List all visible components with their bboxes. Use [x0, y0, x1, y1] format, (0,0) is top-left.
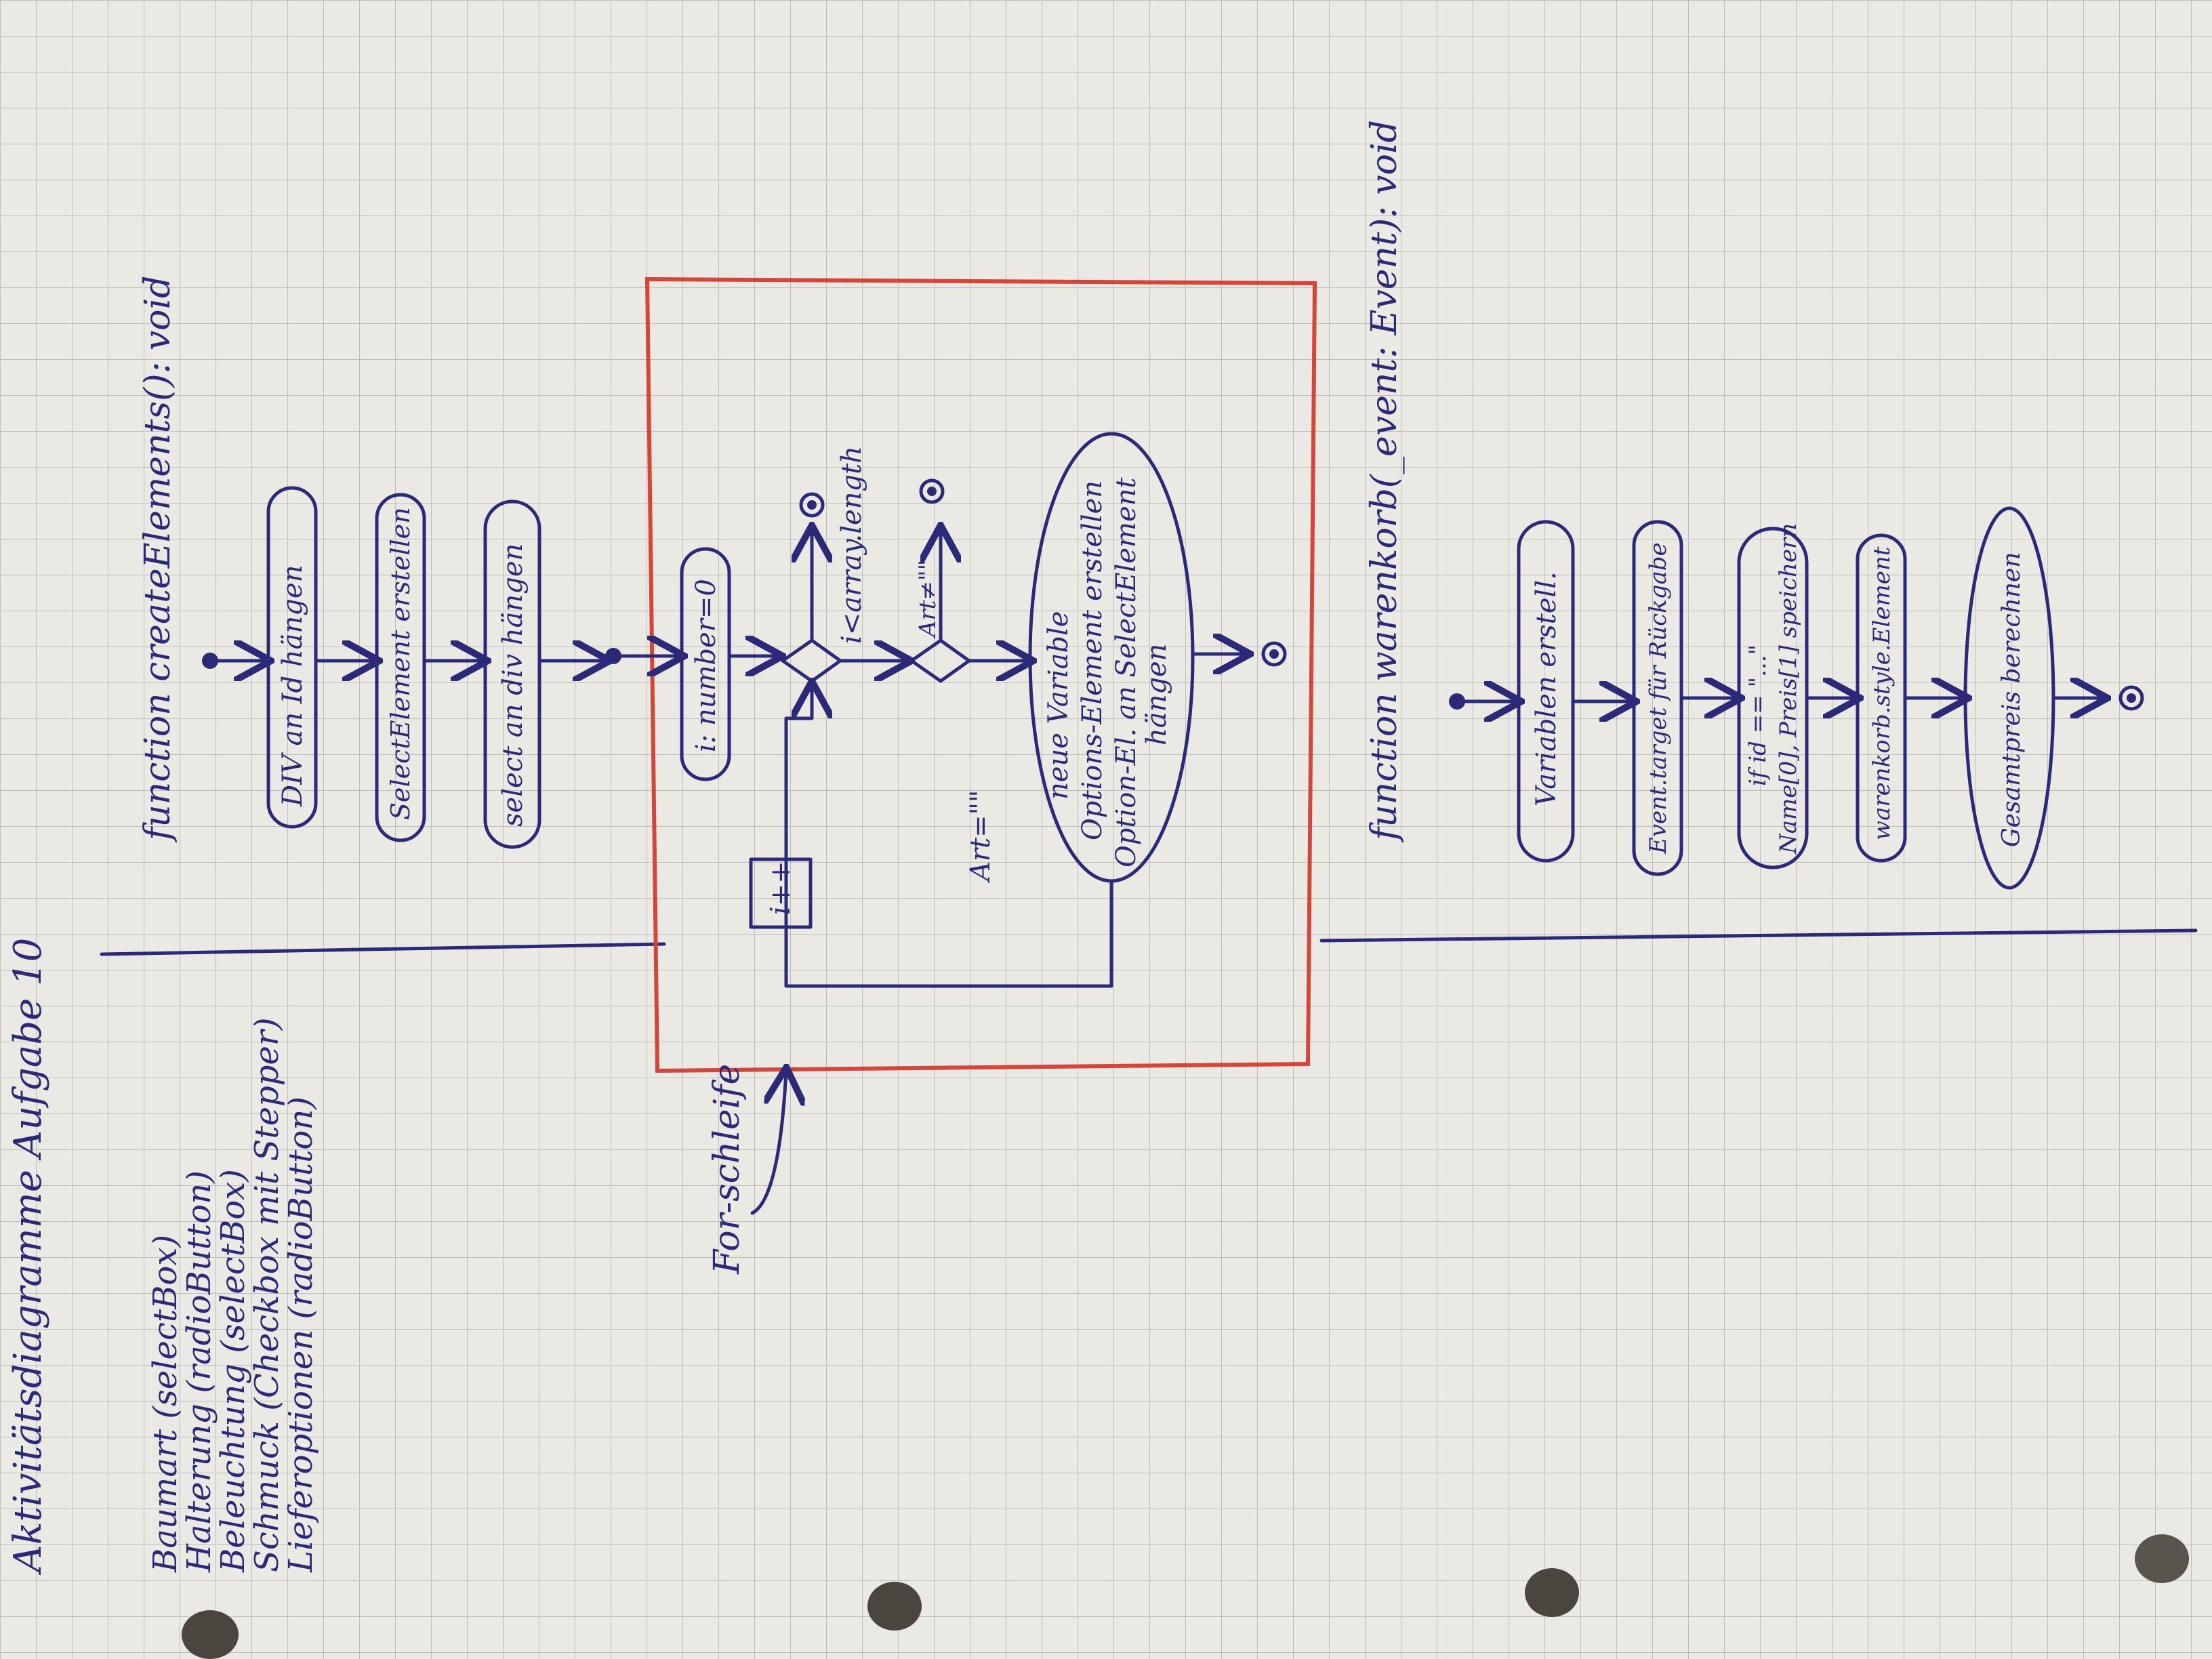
func1-node-1: DIV an Id hängen: [266, 486, 318, 829]
loop-exit-final: [799, 492, 825, 518]
loop-label: For-schleife: [707, 1064, 747, 1275]
art-final: [919, 478, 945, 504]
art-else-label: Art="": [965, 790, 996, 884]
svg-text:hängen: hängen: [1141, 644, 1172, 745]
loop-box: [644, 276, 1317, 1073]
func2-node-1: Variablen erstell.: [1517, 520, 1575, 863]
list-item-baumart: Baumart (selectBox): [146, 1235, 184, 1573]
loop-init-node: i: number=0: [680, 547, 731, 781]
punch-holes: [182, 1534, 2189, 1659]
svg-text:i: number=0: i: number=0: [691, 579, 722, 752]
cond-art-label: Art≠"": [914, 560, 941, 639]
svg-text:warenkorb.style.Element: warenkorb.style.Element: [1868, 546, 1896, 840]
func1-node-3: select an div hängen: [483, 499, 541, 849]
svg-text:i++: i++: [765, 861, 796, 915]
svg-text:Option-El. an SelectElement: Option-El. an SelectElement: [1111, 477, 1142, 867]
cond-exit-label: i<array.length: [836, 446, 867, 644]
svg-text:if id == "...": if id == "...": [1744, 644, 1771, 786]
func2-final: [2118, 685, 2144, 711]
svg-text:Gesamtpreis berechnen: Gesamtpreis berechnen: [1998, 552, 2026, 847]
svg-text:Options-Element erstellen: Options-Element erstellen: [1077, 480, 1108, 840]
svg-text:DIV an Id hängen: DIV an Id hängen: [277, 565, 308, 807]
func1-node-2: SelectElement erstellen: [375, 493, 426, 842]
func2-node-2: Event.target für Rückgabe: [1632, 520, 1683, 876]
func1-final: [1261, 641, 1287, 667]
loop-increment-node: i++: [749, 857, 813, 929]
list-item-schmuck: Schmuck (Checkbox mit Stepper): [248, 1017, 286, 1572]
list-item-beleuchtung: Beleuchtung (selectBox): [214, 1169, 252, 1573]
divider-line-right: [1319, 928, 2198, 943]
loop-back-path: [784, 821, 1113, 988]
func2-signature: function warenkorb(_event: Event): void: [1364, 120, 1405, 843]
list-item-halterung: Halterung (radioButton): [180, 1170, 218, 1573]
loop-back-to-decision: [784, 684, 812, 825]
svg-text:SelectElement erstellen: SelectElement erstellen: [386, 507, 415, 820]
svg-text:Variablen erstell.: Variablen erstell.: [1531, 571, 1562, 806]
divider-line-left: [100, 942, 666, 956]
loop-body-node: neue Variable Options-Element erstellen …: [1028, 432, 1195, 883]
func1-signature: function createElements(): void: [138, 276, 178, 843]
page-title: Aktivitätsdiagramme Aufgabe 10: [6, 938, 50, 1576]
svg-text:select an div hängen: select an div hängen: [497, 544, 529, 827]
loop-label-arrow: [750, 1071, 786, 1215]
svg-text:Event.target für Rückgabe: Event.target für Rückgabe: [1645, 542, 1672, 855]
svg-text:Name[0], Preis[1] speichern: Name[0], Preis[1] speichern: [1775, 523, 1802, 855]
list-item-lieferoptionen: Lieferoptionen (radioButton): [282, 1097, 320, 1573]
svg-text:neue Variable: neue Variable: [1043, 611, 1074, 800]
